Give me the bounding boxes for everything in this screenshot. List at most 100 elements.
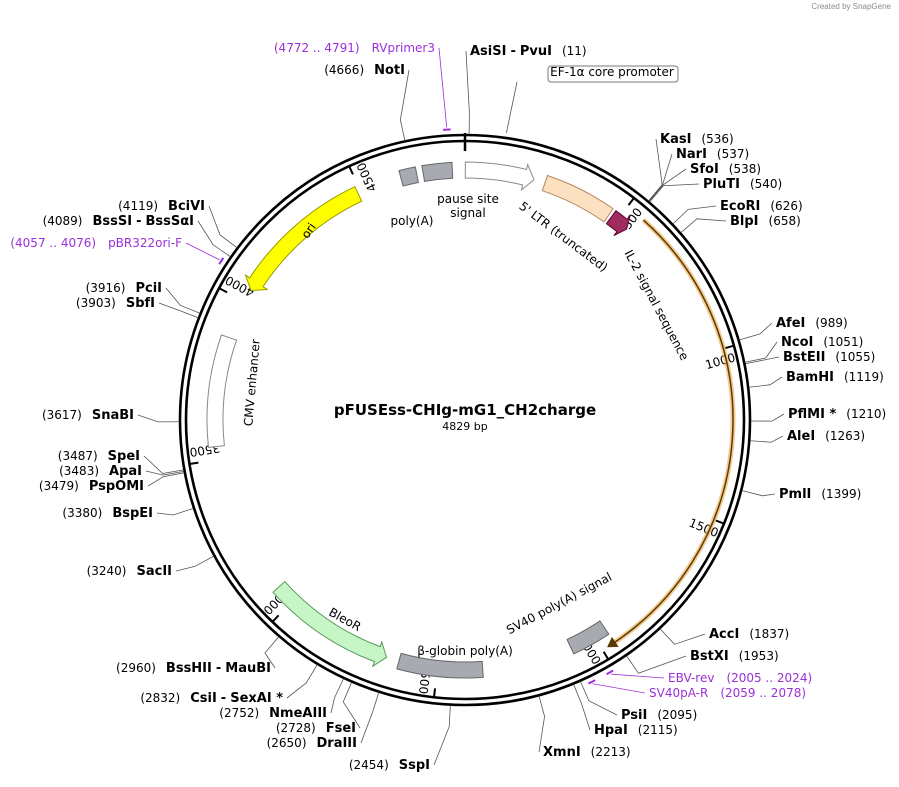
- site-name: SbfI: [126, 296, 155, 311]
- feature-sv40: [566, 620, 610, 655]
- site-label: XmnI(2213): [543, 745, 631, 760]
- site-label: PflMI *(1210): [788, 407, 886, 422]
- tick-mark: [715, 519, 725, 525]
- site-position: (3380): [62, 506, 102, 520]
- site-label: HpaI(2115): [594, 723, 678, 738]
- ef1a-label-box: [547, 65, 679, 83]
- site-leader: [147, 472, 184, 487]
- site-name: FseI: [326, 721, 356, 736]
- primer-name: pBR322ori-F: [108, 236, 182, 250]
- site-name: NmeAIII: [269, 706, 327, 721]
- site-sep: -: [221, 691, 226, 706]
- site-leader: [659, 628, 706, 645]
- site-name: KasI: [660, 132, 691, 147]
- site-label: (2454)SspI: [349, 758, 430, 773]
- primer-name: RVprimer3: [372, 41, 435, 55]
- site-position: (2454): [349, 758, 389, 772]
- site-name: SacII: [136, 564, 172, 579]
- primer-label: (4772 .. 4791) RVprimer3: [274, 41, 435, 55]
- site-position: (11): [562, 44, 587, 58]
- site-position: (538): [729, 162, 761, 176]
- primer-label: (4057 .. 4076) pBR322ori-F: [10, 236, 182, 250]
- site-position: (1055): [835, 350, 875, 364]
- site-name: BssSI: [92, 214, 132, 229]
- primers: (4772 .. 4791) RVprimer3 (4057 .. 4076) pBR…: [10, 41, 812, 700]
- site-position: (1953): [739, 649, 779, 663]
- primer-name: EBV-rev: [668, 671, 714, 685]
- site-leader: [433, 705, 451, 766]
- feature-label-bglobin: β-globin poly(A): [417, 644, 513, 658]
- primer-bar: [218, 257, 225, 265]
- site-position: (3479): [39, 479, 79, 493]
- site-label: KasI(536): [660, 132, 734, 147]
- primer-bar: [587, 679, 596, 685]
- site-label: AleI (1263): [787, 429, 865, 444]
- site-label: BstXI(1953): [690, 649, 779, 664]
- site-label: PmlI(1399): [779, 487, 861, 502]
- primer-range: (4772 .. 4791): [274, 41, 360, 55]
- site-leader: [175, 555, 214, 572]
- site-position: (2650): [267, 736, 307, 750]
- site-leader: [156, 508, 194, 516]
- primer-range: (2005 .. 2024): [726, 671, 812, 685]
- tick-mark: [189, 461, 199, 466]
- primer-range: (4057 .. 4076): [10, 236, 96, 250]
- site-label: BstEII(1055): [783, 350, 875, 365]
- site-position: (626): [770, 199, 802, 213]
- site-position: (3617): [42, 408, 82, 422]
- site-name: XmnI: [543, 745, 581, 760]
- site-position: (2728): [276, 721, 316, 735]
- site-label: (4089)BssSI-BssSαI: [43, 214, 194, 229]
- site-position: (1051): [823, 335, 863, 349]
- site-leader: [648, 138, 663, 202]
- site-position: (1210): [846, 407, 886, 421]
- feature-ltr: [541, 174, 614, 223]
- site-label: AfeI(989): [776, 316, 848, 331]
- site-position: (537): [717, 147, 749, 161]
- primer-range: (2059 .. 2078): [720, 686, 806, 700]
- feature-cmv: [206, 334, 238, 448]
- site-label: (4666)NotI: [324, 63, 405, 78]
- site-label: AccI(1837): [709, 627, 789, 642]
- site-leader: [649, 183, 700, 202]
- site-name: AsiSI: [470, 44, 506, 59]
- site-sep: -: [216, 661, 221, 676]
- site-position: (4119): [118, 199, 158, 213]
- feature-label-line: pause site: [437, 192, 499, 206]
- site-name: BciVI: [168, 199, 205, 214]
- feature-label-ef1a: EF-1α core promoter: [550, 65, 674, 79]
- site-position: (2752): [219, 706, 259, 720]
- site-name: AleI: [787, 429, 815, 444]
- site-leader: [745, 341, 778, 363]
- site-leader: [360, 692, 380, 744]
- site-leader: [165, 287, 200, 314]
- primer-leader: [185, 242, 220, 261]
- site-name: PmlI: [779, 487, 811, 502]
- site-label: PsiI(2095): [621, 708, 697, 723]
- site-name: DraIII: [317, 736, 358, 751]
- site-position: (3903): [76, 296, 116, 310]
- primer-leader: [592, 683, 646, 694]
- site-name: PsiI: [621, 708, 647, 723]
- orf-arrowhead: [607, 636, 619, 648]
- site-name: EcoRI: [720, 199, 760, 214]
- site-name: HpaI: [594, 723, 628, 738]
- site-position: (3487): [58, 449, 98, 463]
- site-name-extra: BssSαI: [145, 214, 194, 229]
- snapgene-credit: Created by SnapGene: [811, 2, 891, 11]
- site-name: ApaI: [109, 464, 142, 479]
- site-leader: [208, 205, 238, 248]
- site-name-extra: SexAI *: [230, 691, 283, 706]
- site-position: (2960): [116, 661, 156, 675]
- site-name: BlpI: [730, 214, 759, 229]
- site-leader: [739, 322, 773, 341]
- site-position: (1263): [825, 429, 865, 443]
- site-name: NcoI: [781, 335, 813, 350]
- feature-il2: [605, 210, 631, 237]
- site-leader: [158, 302, 199, 319]
- site-label: (3240)SacII: [87, 564, 172, 579]
- site-leader: [573, 684, 591, 731]
- site-label: (2728) FseI: [276, 721, 356, 736]
